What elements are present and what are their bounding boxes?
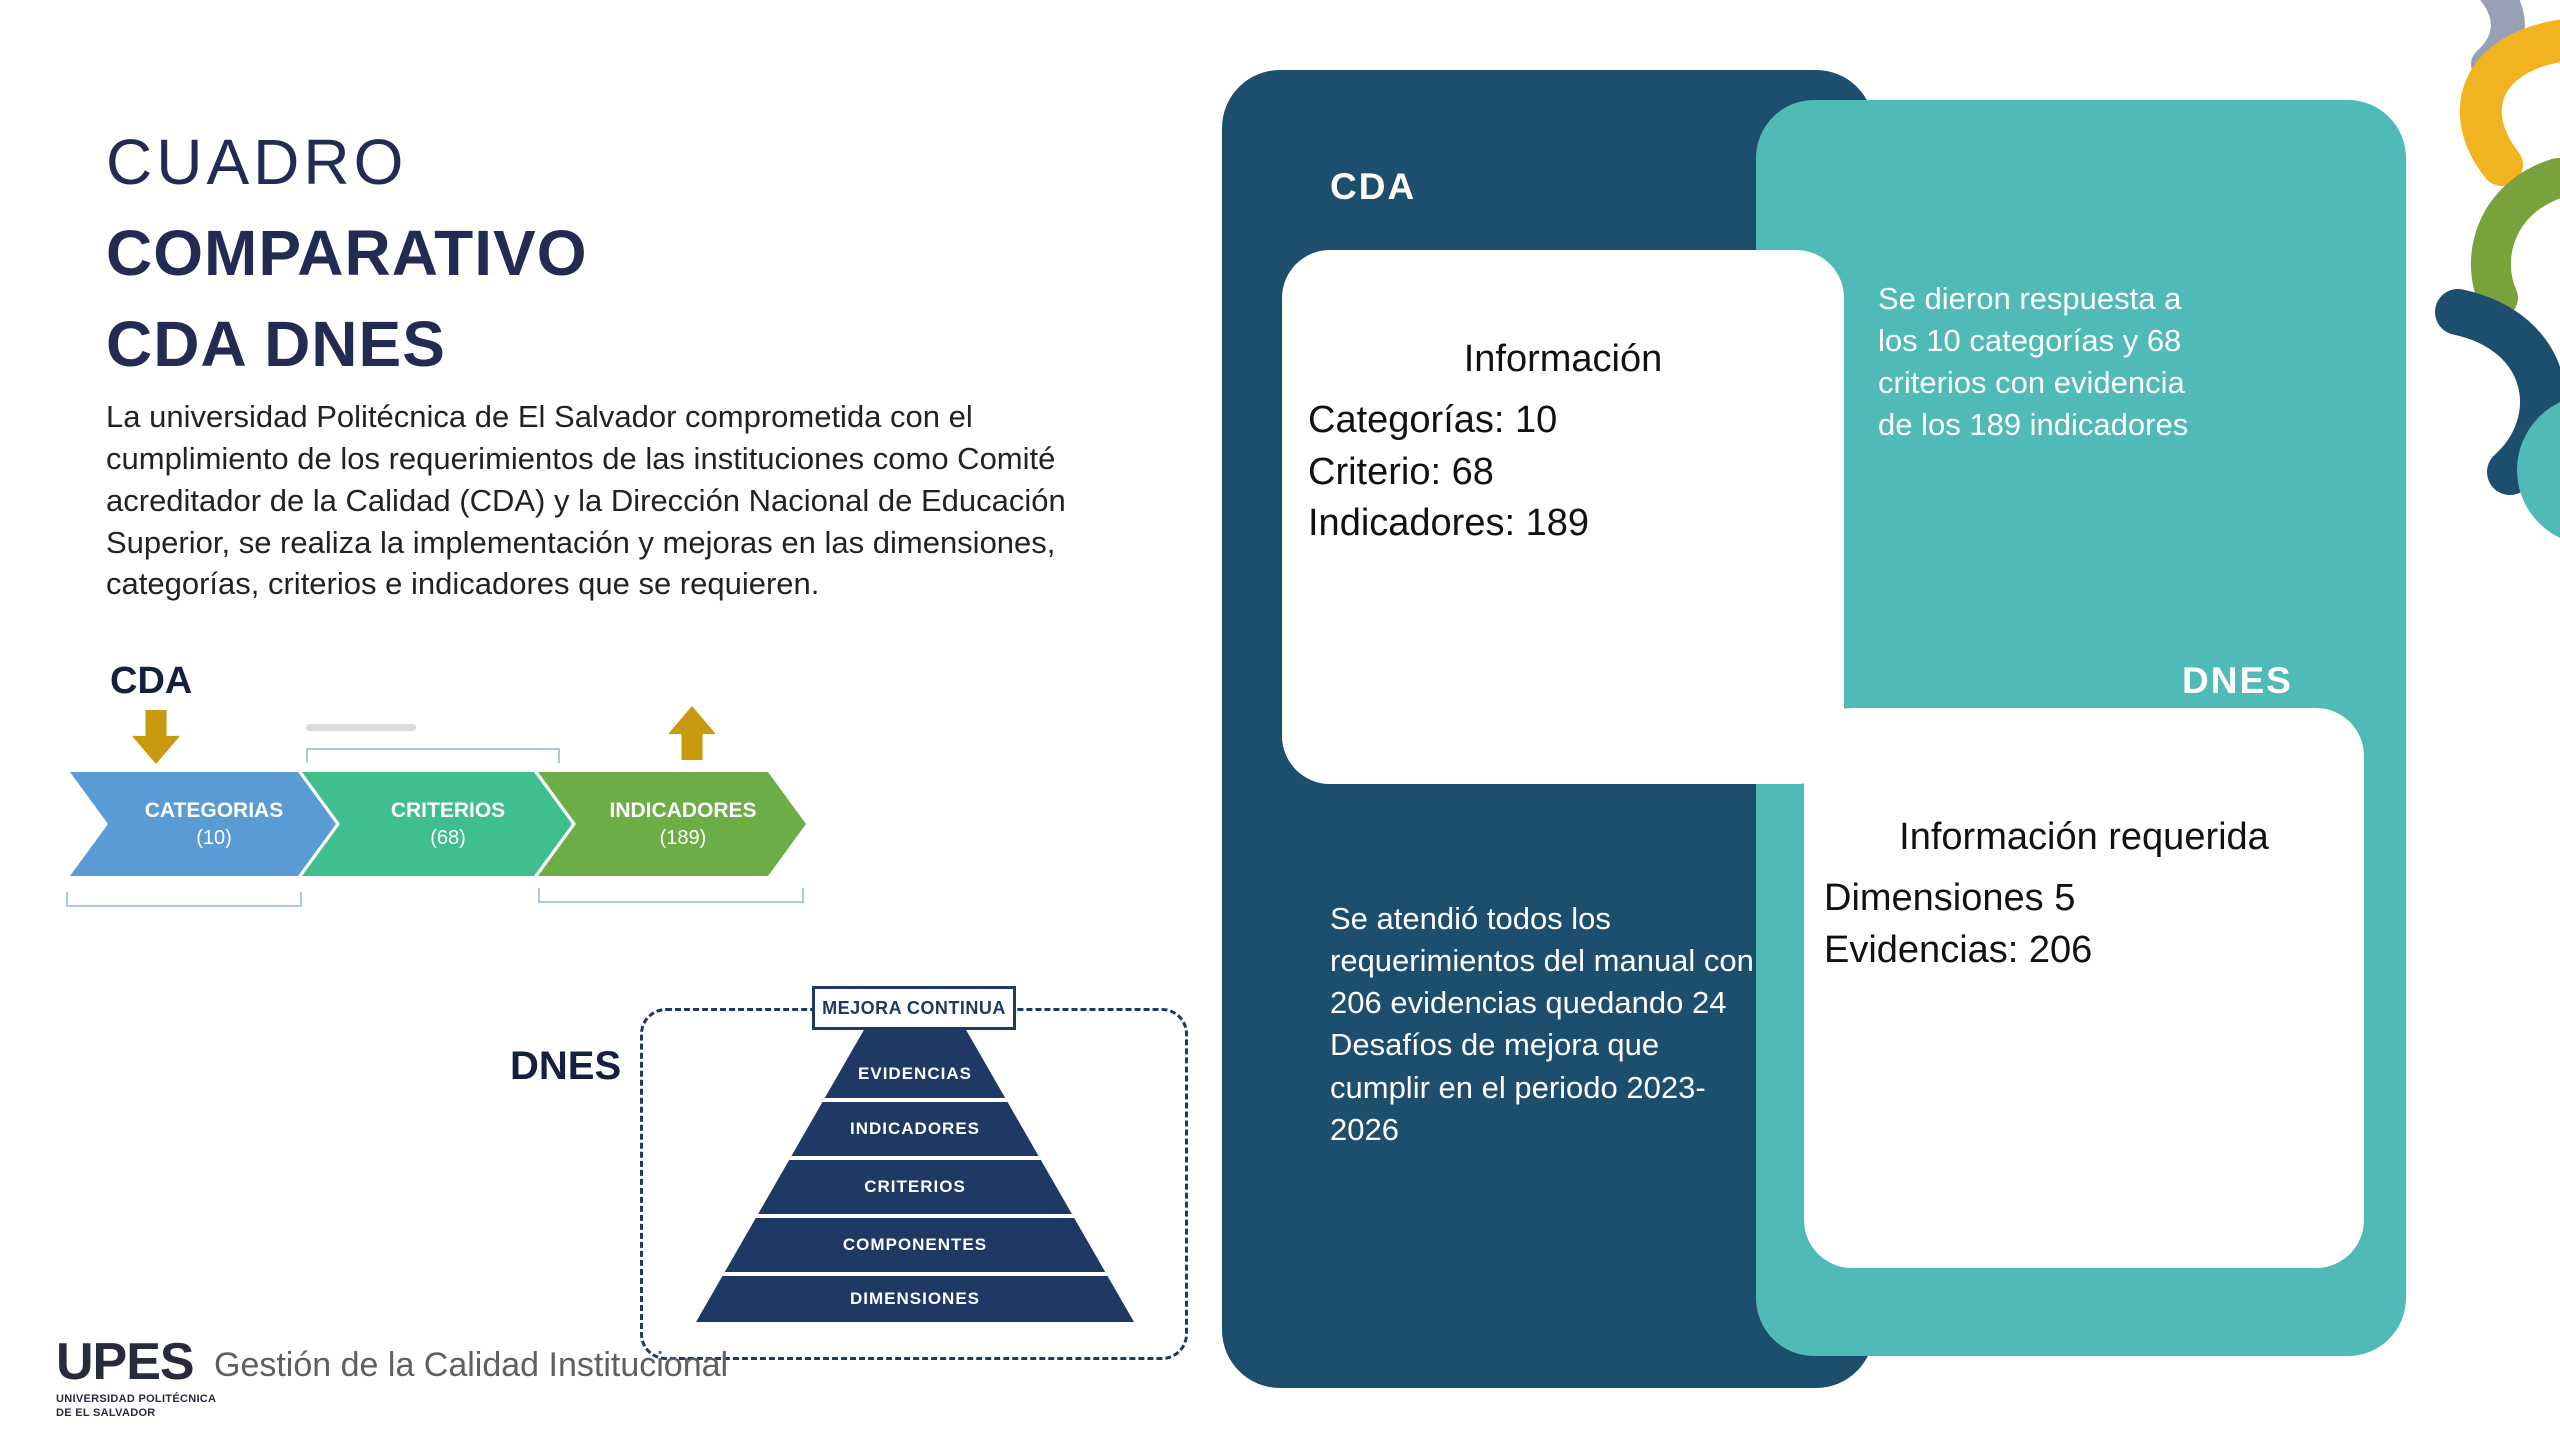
chevron-criterios: CRITERIOS (68) bbox=[302, 772, 572, 876]
chevron-criterios-value: (68) bbox=[430, 826, 466, 849]
pyramid-layer: EVIDENCIAS bbox=[858, 1064, 972, 1083]
intro-paragraph: La universidad Politécnica de El Salvado… bbox=[106, 399, 1066, 602]
chevron-indicadores-value: (189) bbox=[659, 826, 707, 849]
upes-logo-subtitle-line2: DE EL SALVADOR bbox=[56, 1407, 156, 1420]
dnes-panel-label: DNES bbox=[2182, 660, 2293, 701]
upes-logo-subtitle: UNIVERSIDAD POLITÉCNICA DE EL SALVADOR bbox=[56, 1392, 216, 1421]
dnes-card-line: Dimensiones 5 bbox=[1824, 877, 2076, 919]
chevron-indicadores-title: INDICADORES bbox=[609, 798, 757, 822]
cda-info-card: Información Categorías: 10 Criterio: 68 … bbox=[1282, 250, 1844, 784]
cda-card-title: Información bbox=[1463, 338, 1663, 380]
title-line-3: CDA DNES bbox=[106, 308, 446, 380]
pyramid-layer: INDICADORES bbox=[696, 1098, 1134, 1156]
page-title: CUADRO COMPARATIVO CDA DNES bbox=[106, 130, 588, 376]
arrow-down-icon bbox=[132, 710, 180, 764]
title-line-2: COMPARATIVO bbox=[106, 217, 588, 289]
pyramid-layer: CRITERIOS bbox=[696, 1156, 1134, 1214]
chevron-categorias-title: CATEGORIAS bbox=[144, 798, 284, 822]
dnes-info-card: Información requerida Dimensiones 5 Evid… bbox=[1804, 708, 2364, 1268]
arrow-up-icon bbox=[668, 706, 716, 760]
footer-caption: Gestión de la Calidad Institucional bbox=[214, 1346, 729, 1384]
upes-logo-subtitle-line1: UNIVERSIDAD POLITÉCNICA bbox=[56, 1393, 217, 1405]
chevron-indicadores: INDICADORES (189) bbox=[538, 772, 806, 876]
pyramid-layer: COMPONENTES bbox=[696, 1214, 1134, 1272]
cda-card-line: Indicadores: 189 bbox=[1308, 502, 1589, 545]
bracket-bottom-right bbox=[538, 888, 804, 903]
bracket-bottom-left bbox=[66, 892, 302, 907]
dnes-card-title: Información requerida bbox=[1899, 816, 2269, 858]
cda-card-line: Criterio: 68 bbox=[1308, 450, 1494, 493]
tiny-annotation bbox=[306, 724, 416, 731]
upes-logo: UPES UNIVERSIDAD POLITÉCNICA DE EL SALVA… bbox=[56, 1336, 216, 1421]
upes-logo-text: UPES bbox=[56, 1333, 195, 1391]
chevron-criterios-title: CRITERIOS bbox=[390, 798, 506, 822]
chevron-categorias: CATEGORIAS (10) bbox=[70, 772, 336, 876]
dnes-panel-note: Se dieron respuesta a los 10 categorías … bbox=[1878, 281, 2189, 443]
corner-decoration bbox=[2435, 0, 2560, 538]
chevron-categorias-value: (10) bbox=[196, 826, 232, 849]
mejora-continua-box: MEJORA CONTINUA bbox=[812, 986, 1016, 1030]
bracket-top bbox=[306, 748, 560, 763]
cda-panel-label: CDA bbox=[1330, 166, 1417, 207]
title-line-1: CUADRO bbox=[106, 126, 408, 198]
dnes-card-line: Evidencias: 206 bbox=[1824, 928, 2093, 971]
pyramid-layer: DIMENSIONES bbox=[696, 1272, 1134, 1322]
cda-panel-note: Se atendió todos los requerimientos del … bbox=[1330, 901, 1754, 1147]
cda-card-line: Categorías: 10 bbox=[1308, 399, 1558, 441]
cda-diagram-label: CDA bbox=[110, 660, 193, 702]
dnes-diagram-label: DNES bbox=[510, 1044, 622, 1088]
